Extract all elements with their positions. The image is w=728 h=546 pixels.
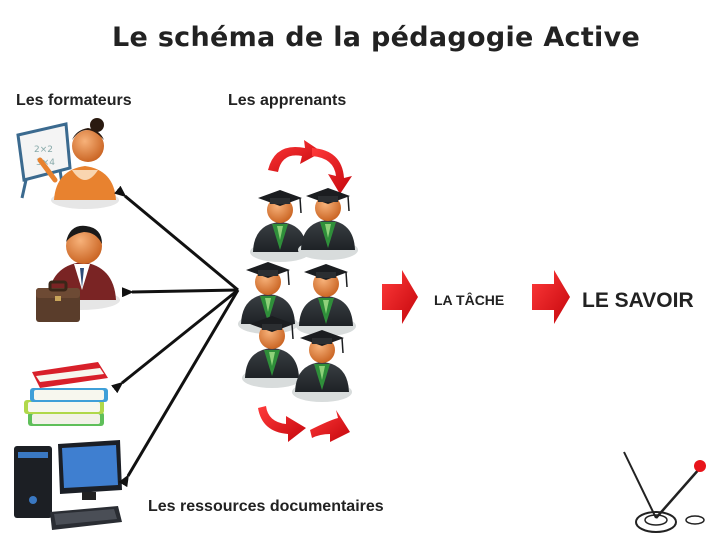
savoir-label: LE SAVOIR xyxy=(582,289,694,312)
arrow-to-formateurs xyxy=(114,185,239,292)
arrow-to-businessman xyxy=(121,287,239,298)
cycle-arrow-top xyxy=(268,140,352,194)
student-group-icon xyxy=(237,187,359,403)
books-icon xyxy=(24,362,108,426)
joystick-icon xyxy=(623,451,706,533)
connector-arrows xyxy=(111,185,240,488)
svg-text:2×2: 2×2 xyxy=(34,145,53,155)
computer-icon xyxy=(14,440,122,530)
diagram-title: Le schéma de la pédagogie Active xyxy=(112,22,641,53)
arrow-to-computer xyxy=(118,289,240,488)
apprenants-label: Les apprenants xyxy=(228,92,347,109)
tache-label: LA TÂCHE xyxy=(434,292,505,308)
businessman-icon xyxy=(36,225,120,322)
arrow-to-tache xyxy=(382,270,418,324)
cycle-arrow-bottom xyxy=(258,406,350,442)
arrow-to-savoir xyxy=(532,270,570,324)
arrow-to-books xyxy=(111,288,239,394)
ressources-label: Les ressources documentaires xyxy=(148,498,384,515)
formateurs-label: Les formateurs xyxy=(16,92,132,109)
svg-text:3×4: 3×4 xyxy=(36,158,55,168)
teacher-icon: 2×2 3×4 xyxy=(16,118,119,209)
